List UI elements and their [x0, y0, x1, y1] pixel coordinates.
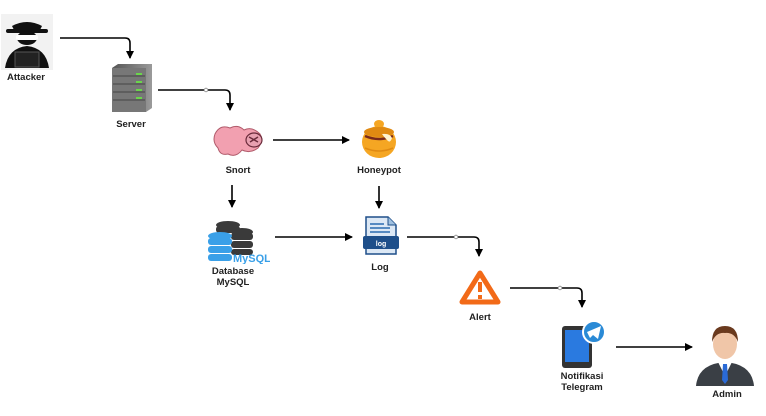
admin-user-icon [696, 326, 754, 386]
log-file-icon: log [363, 216, 399, 255]
node-admin [694, 320, 756, 386]
server-icon [112, 64, 152, 112]
edge-alert-telegram [510, 287, 586, 308]
label-admin: Admin [712, 389, 742, 400]
snort-pig-icon [213, 125, 263, 156]
node-database: MySQL [206, 220, 271, 265]
edge-server-snort [158, 89, 234, 111]
warning-triangle-icon [459, 270, 501, 305]
hacker-icon [1, 14, 53, 70]
label-telegram: Notifikasi Telegram [560, 371, 604, 393]
label-log: Log [371, 262, 389, 273]
mysql-badge: MySQL [233, 253, 270, 264]
node-server [110, 64, 154, 112]
label-attacker: Attacker [6, 72, 46, 83]
node-log: log [362, 216, 400, 256]
node-honeypot [360, 118, 398, 160]
label-database: Database MySQL [211, 266, 255, 288]
label-snort: Snort [225, 165, 251, 176]
node-alert [459, 270, 501, 306]
mysql-database-icon: MySQL [208, 221, 271, 265]
honeypot-icon [362, 120, 396, 158]
node-telegram [558, 320, 608, 368]
telegram-phone-icon [562, 320, 606, 368]
edge-log-alert [407, 236, 483, 257]
edge-attacker-server [60, 37, 134, 59]
label-server: Server [116, 119, 146, 130]
label-alert: Alert [469, 312, 491, 323]
node-attacker [0, 12, 54, 72]
log-badge: log [376, 241, 387, 248]
label-honeypot: Honeypot [357, 165, 401, 176]
node-snort [212, 122, 264, 160]
